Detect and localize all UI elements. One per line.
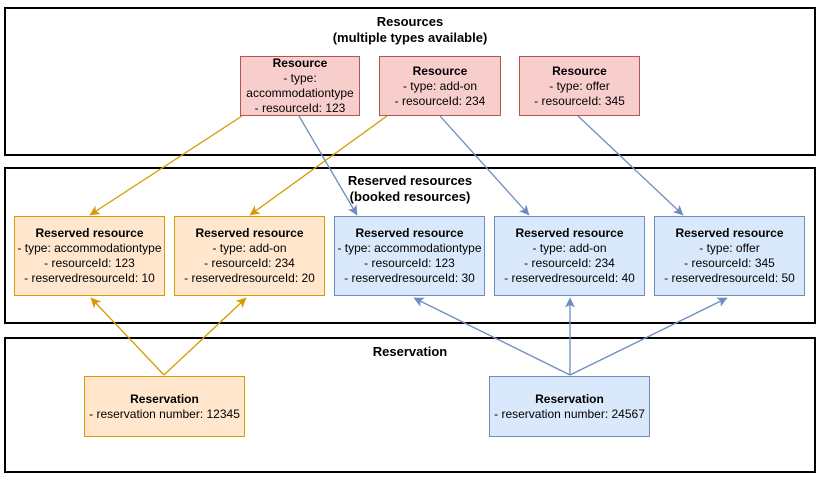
node-reserved-id: - reservedresourceId: 50 (664, 271, 795, 285)
reservation-node-12345: Reservation - reservation number: 12345 (84, 376, 245, 437)
node-resource-id: - resourceId: 345 (684, 256, 775, 270)
section-resources-title: Resources (376, 14, 444, 29)
node-reservation-number: - reservation number: 12345 (89, 406, 240, 421)
node-title: Reservation (130, 391, 199, 406)
node-type: - type: add-on (532, 241, 607, 255)
node-reservation-number: - reservation number: 24567 (494, 406, 645, 421)
node-reserved-id: - reservedresourceId: 40 (504, 271, 635, 285)
node-resource-id: - resourceId: 123 (44, 256, 135, 270)
node-resource-id: - resourceId: 234 (394, 93, 486, 108)
reservation-node-24567: Reservation - reservation number: 24567 (489, 376, 650, 437)
node-resource-id: - resourceId: 234 (524, 256, 615, 270)
section-reserved-subtitle: (booked resources) (349, 189, 471, 204)
node-type: - type: accommodationtype (17, 241, 162, 255)
node-type: - type: offer (699, 241, 760, 255)
reserved-node-add-on-20: Reserved resource - type: add-on - resou… (174, 216, 325, 296)
node-title: Resource (552, 63, 607, 78)
node-resource-id: - resourceId: 123 (364, 256, 455, 270)
node-title: Reserved resource (195, 226, 304, 240)
node-title: Reserved resource (515, 226, 624, 240)
reserved-node-accommodationtype-10: Reserved resource - type: accommodationt… (14, 216, 165, 296)
node-type: - type: add-on (402, 78, 478, 93)
reserved-node-offer-50: Reserved resource - type: offer - resour… (654, 216, 805, 296)
section-reservation-title: Reservation (372, 344, 448, 359)
section-resources-subtitle: (multiple types available) (332, 30, 488, 45)
node-reserved-id: - reservedresourceId: 10 (24, 271, 155, 285)
node-type: - type: add-on (212, 241, 287, 255)
node-type: - type: accommodationtype (337, 241, 482, 255)
node-title: Reserved resource (35, 226, 144, 240)
node-title: Reserved resource (355, 226, 464, 240)
node-type: - type: accommodationtype (246, 71, 354, 100)
reserved-node-add-on-40: Reserved resource - type: add-on - resou… (494, 216, 645, 296)
node-reserved-id: - reservedresourceId: 30 (344, 271, 475, 285)
node-reserved-id: - reservedresourceId: 20 (184, 271, 315, 285)
node-resource-id: - resourceId: 123 (254, 101, 346, 115)
node-resource-id: - resourceId: 345 (534, 93, 625, 108)
resource-node-offer: Resource - type: offer - resourceId: 345 (519, 56, 640, 116)
node-title: Resource (272, 56, 328, 70)
node-type: - type: offer (549, 78, 610, 93)
resource-node-accommodationtype: Resource - type: accommodationtype - res… (240, 56, 360, 116)
resource-node-add-on: Resource - type: add-on - resourceId: 23… (379, 56, 501, 116)
reserved-node-accommodationtype-30: Reserved resource - type: accommodationt… (334, 216, 485, 296)
node-title: Resource (412, 63, 468, 78)
node-title: Reservation (535, 391, 604, 406)
node-title: Reserved resource (675, 226, 784, 240)
node-resource-id: - resourceId: 234 (204, 256, 295, 270)
section-reserved-title: Reserved resources (347, 173, 473, 188)
